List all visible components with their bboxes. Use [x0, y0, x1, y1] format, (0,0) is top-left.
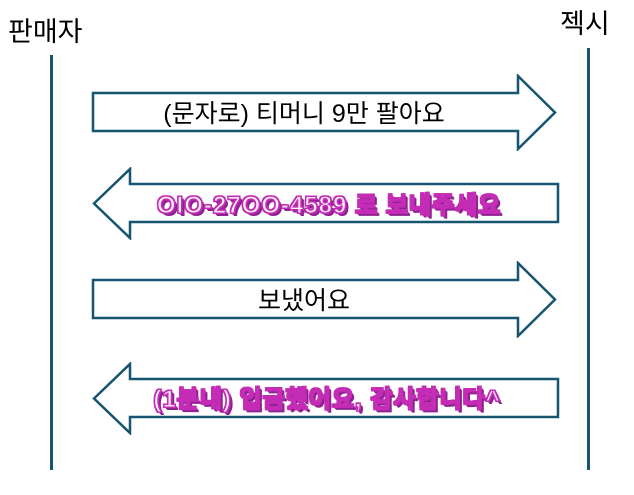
block-arrow-left-shape — [92, 362, 560, 435]
block-arrow-right-shape — [91, 261, 557, 338]
block-arrow-right-shape — [91, 74, 557, 151]
message-arrow-right-1: (문자로) 티머니 9만 팔아요 — [91, 74, 557, 151]
right-actor-label: 젝시 — [560, 9, 610, 39]
message-arrow-right-2: 보냈어요 — [91, 261, 557, 338]
right-lifeline — [587, 48, 590, 470]
left-lifeline — [50, 55, 53, 470]
message-arrow-left-1: OIO-27OO-4589 로 보내주세요 — [92, 167, 560, 240]
message-arrow-left-2: (1분내) 입금했어요, 감사합니다^ — [92, 362, 560, 435]
left-actor-label: 판매자 — [8, 17, 83, 47]
message-text: (문자로) 티머니 9만 팔아요 — [163, 100, 445, 128]
message-text: OIO-27OO-4589 로 보내주세요 — [156, 191, 502, 219]
message-text: 보냈어요 — [257, 287, 350, 315]
block-arrow-left-shape — [92, 167, 560, 240]
message-text: (1분내) 입금했어요, 감사합니다^ — [153, 385, 501, 413]
